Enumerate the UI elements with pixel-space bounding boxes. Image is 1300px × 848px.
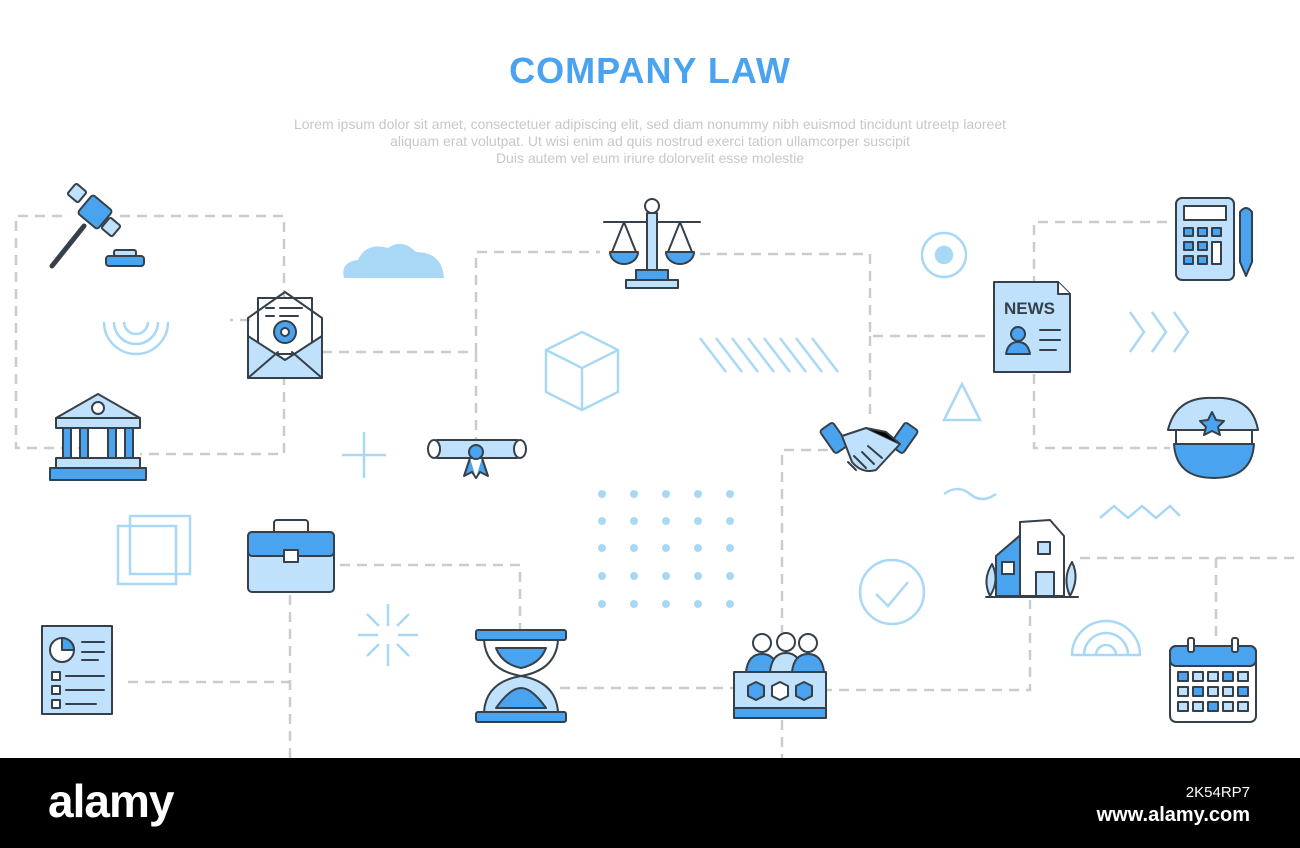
police-cap-icon bbox=[1167, 396, 1259, 479]
subtitle-line: Lorem ipsum dolor sit amet, consectetuer… bbox=[293, 116, 1007, 132]
diploma-scroll-icon bbox=[427, 439, 527, 479]
calendar-icon bbox=[1169, 637, 1257, 723]
email-settings-icon bbox=[247, 291, 323, 379]
rainbow-arcs-icon bbox=[102, 321, 170, 356]
triangle-icon bbox=[941, 381, 983, 422]
jury-icon bbox=[733, 632, 827, 719]
plus-icon bbox=[342, 432, 386, 478]
diagonal-stripes bbox=[699, 337, 839, 373]
hourglass-icon bbox=[475, 629, 567, 723]
house-icon bbox=[985, 519, 1079, 598]
dashed-connectors bbox=[14, 214, 1300, 760]
newspaper-icon: NEWS bbox=[993, 281, 1071, 373]
cube-icon bbox=[544, 330, 620, 412]
rainbow-arcs-icon bbox=[1070, 619, 1142, 657]
briefcase-icon bbox=[247, 519, 335, 593]
gavel-icon bbox=[49, 182, 145, 269]
page-title: COMPANY LAW bbox=[509, 50, 791, 91]
handshake-icon bbox=[819, 422, 919, 472]
site-url: www.alamy.com bbox=[1096, 804, 1250, 826]
newspaper-headline: NEWS bbox=[1004, 299, 1055, 318]
cloud-icon bbox=[343, 243, 444, 278]
chevrons-icon bbox=[1128, 311, 1190, 353]
wave-icon bbox=[943, 487, 997, 501]
target-circle-icon bbox=[920, 231, 968, 279]
image-id: 2K54RP7 bbox=[1185, 784, 1250, 801]
calculator-pen-icon bbox=[1175, 197, 1253, 281]
brand-logo: alamy bbox=[48, 775, 174, 827]
courthouse-icon bbox=[49, 393, 147, 481]
dot-grid bbox=[598, 490, 734, 608]
zigzag-icon bbox=[1099, 504, 1181, 520]
sparkle-icon bbox=[358, 604, 418, 666]
subtitle-line: aliquam erat volutpat. Ut wisi enim ad q… bbox=[390, 133, 910, 149]
subtitle-line: Duis autem vel eum iriure dolorvelit ess… bbox=[495, 150, 805, 166]
watermark-bar: alamy 2K54RP7 www.alamy.com bbox=[0, 758, 1300, 848]
scales-of-justice-icon bbox=[603, 198, 701, 289]
background-decorations bbox=[102, 231, 1190, 666]
check-circle-icon bbox=[858, 558, 926, 626]
report-document-icon bbox=[41, 625, 113, 715]
page-subtitle: Lorem ipsum dolor sit amet, consectetuer… bbox=[0, 116, 1300, 167]
law-icons-illustration: NEWS bbox=[14, 182, 1300, 760]
overlapping-squares-icon bbox=[116, 514, 192, 586]
